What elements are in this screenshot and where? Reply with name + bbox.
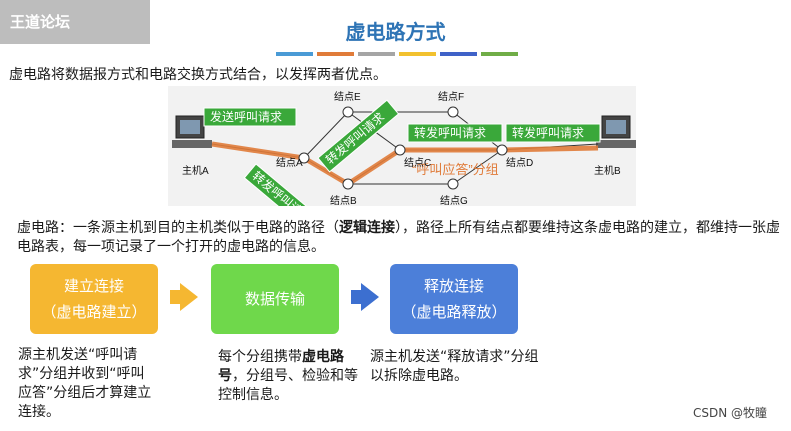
definition-text: 虚电路：一条源主机到目的主机类似于电路的路径（逻辑连接），路径上所有结点都要维持… — [17, 220, 780, 255]
svg-text:结点E: 结点E — [334, 90, 361, 103]
label-forward-2: 转发呼叫请求 — [512, 125, 584, 140]
host-b-icon — [596, 115, 636, 148]
page-title: 虚电路方式 — [345, 20, 446, 44]
step-release-box: 释放连接 （虚电路释放） — [390, 264, 518, 334]
arrow-right-icon — [170, 283, 198, 311]
svg-text:主机B: 主机B — [594, 164, 621, 177]
host-a-icon — [172, 115, 212, 148]
step-establish-box: 建立连接 （虚电路建立） — [30, 264, 158, 334]
svg-text:主机A: 主机A — [182, 164, 209, 177]
svg-text:结点G: 结点G — [440, 194, 468, 206]
label-forward-3: 转发呼叫请求 — [322, 109, 387, 167]
svg-text:结点B: 结点B — [330, 194, 357, 206]
step-establish-desc: 源主机发送“呼叫请求”分组并收到“呼叫应答”分组后才算建立连接。 — [18, 347, 152, 420]
watermark-logo: 王道论坛 — [0, 0, 150, 44]
csdn-watermark: CSDN @牧瞳 — [692, 406, 767, 420]
arrow-right-icon — [351, 283, 379, 311]
svg-text:结点C: 结点C — [404, 156, 431, 169]
svg-text:结点D: 结点D — [506, 156, 533, 169]
title-color-bar — [276, 52, 518, 56]
label-response: “呼叫应答”分组 — [412, 162, 499, 177]
intro-text: 虚电路将数据报方式和电路交换方式结合，以发挥两者优点。 — [9, 67, 387, 83]
step-transfer-desc: 每个分组携带虚电路号，分组号、检验和等控制信息。 — [218, 349, 358, 403]
svg-text:结点A: 结点A — [276, 156, 303, 169]
label-send-request: 发送呼叫请求 — [210, 109, 282, 124]
step-release-desc: 源主机发送“释放请求”分组以拆除虚电路。 — [370, 349, 539, 384]
svg-text:结点F: 结点F — [438, 90, 464, 103]
label-forward-1: 转发呼叫请求 — [414, 125, 486, 140]
virtual-circuit-diagram: 发送呼叫请求 转发呼叫请求 转发呼叫请求 转发呼叫请求 转发呼叫请求 “呼叫应答… — [168, 86, 636, 237]
step-transfer-box: 数据传输 — [211, 264, 339, 334]
